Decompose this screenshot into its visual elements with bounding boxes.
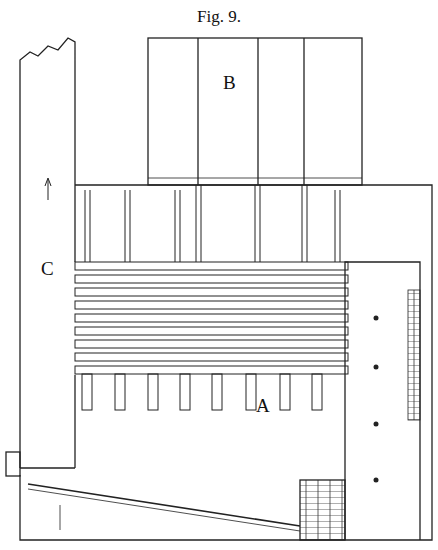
boiler-tube xyxy=(75,327,348,335)
boiler-tube xyxy=(75,314,348,322)
part-letter: A xyxy=(256,396,270,415)
upper-drum xyxy=(148,38,362,185)
boiler-tube xyxy=(75,262,348,270)
tube-bank xyxy=(75,262,348,374)
boiler-tube xyxy=(75,288,348,296)
boiler-tube xyxy=(75,301,348,309)
part-letter: B xyxy=(223,73,236,92)
setting-outline xyxy=(20,185,432,540)
boiler-tube xyxy=(75,366,348,374)
fire-door xyxy=(6,452,20,476)
header-stubs xyxy=(82,374,322,410)
bridge-wall xyxy=(300,480,345,540)
grate xyxy=(28,484,300,526)
boiler-tube xyxy=(75,353,348,361)
brick-wall xyxy=(345,262,420,540)
figure-title: Fig. 9. xyxy=(197,8,241,25)
chimney-flue xyxy=(20,38,75,468)
boiler-tube xyxy=(75,340,348,348)
uptake-pipes xyxy=(85,185,340,262)
boiler-tube xyxy=(75,275,348,283)
part-letter: C xyxy=(41,259,54,278)
